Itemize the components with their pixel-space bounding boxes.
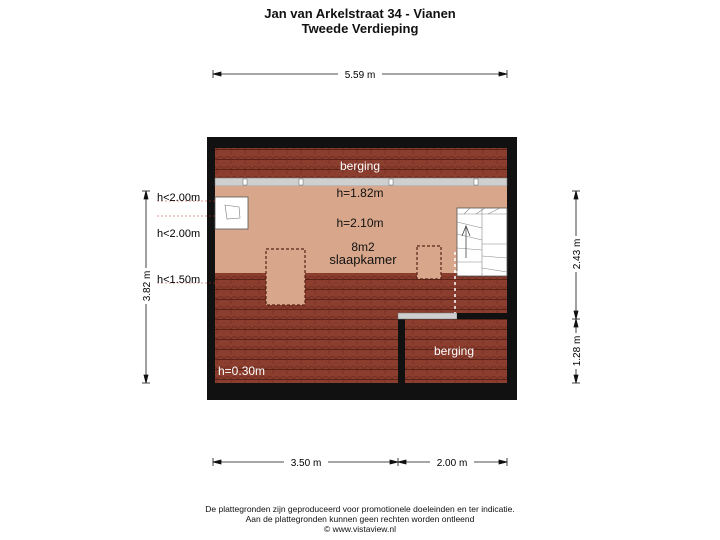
room-area: 8m2 [351, 240, 375, 254]
storage-bottom-right [405, 319, 507, 383]
roof-area-top [215, 148, 507, 178]
height-label-3: h<1.50m [157, 274, 200, 286]
room-label-slaapkamer: slaapkamer [329, 252, 397, 267]
dim-top-label: 5.59 m [345, 70, 376, 81]
dim-bottom-left-label: 3.50 m [291, 458, 322, 469]
height-label-030: h=0.30m [218, 364, 265, 378]
disclaimer-line-2: Aan de plattegronden kunnen geen rechten… [245, 514, 475, 524]
skylight-right [416, 245, 442, 280]
room-label-berging-top: berging [340, 159, 380, 173]
dim-left-label: 3.82 m [142, 271, 153, 302]
knee-wall-strip [214, 177, 508, 187]
floor-subtitle: Tweede Verdieping [301, 21, 419, 36]
dim-bottom-right-label: 2.00 m [437, 458, 468, 469]
plan-title: Jan van Arkelstraat 34 - Vianen [264, 6, 456, 21]
height-label-1: h<2.00m [157, 192, 200, 204]
height-label-182: h=1.82m [336, 186, 383, 200]
disclaimer-line-1: De plattegronden zijn geproduceerd voor … [205, 504, 515, 514]
installation-box [214, 196, 249, 230]
roof-area-bottom-left [215, 273, 398, 383]
skylight-left [265, 248, 306, 306]
staircase [456, 207, 508, 277]
height-label-2: h<2.00m [157, 228, 200, 240]
copyright-link[interactable]: © www.vistaview.nl [324, 524, 396, 534]
dim-right-upper-label: 2.43 m [572, 239, 583, 270]
dim-right-lower-label: 1.28 m [572, 336, 583, 367]
height-label-210: h=2.10m [336, 216, 383, 230]
room-label-berging-bottom: berging [434, 344, 474, 358]
